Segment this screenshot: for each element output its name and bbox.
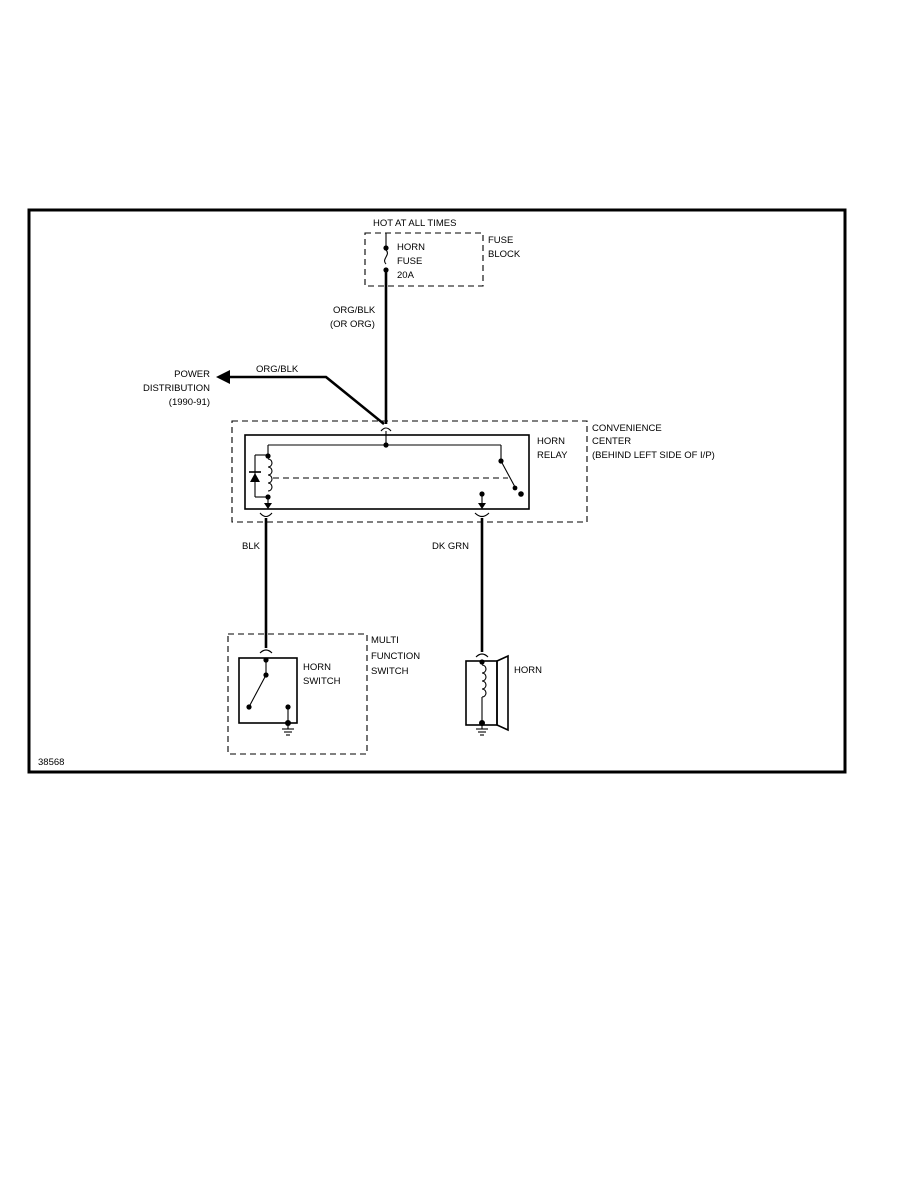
blk-wire-label: BLK xyxy=(242,541,261,552)
branch-wire-label: ORG/BLK xyxy=(256,364,299,375)
connector-icon xyxy=(475,653,489,658)
relay-internal-wiring xyxy=(254,442,502,498)
diagram-frame xyxy=(27,208,847,774)
horn-switch-icon xyxy=(246,657,291,726)
connector-icon xyxy=(474,512,490,518)
horn-relay-label-line1: HORN xyxy=(537,436,565,447)
horn-relay-box xyxy=(244,434,530,510)
figure-id: 38568 xyxy=(38,757,64,768)
convenience-center-line3: (BEHIND LEFT SIDE OF I/P) xyxy=(592,450,715,461)
convenience-center-line2: CENTER xyxy=(592,436,631,447)
fuse-block-outline xyxy=(364,232,484,287)
ground-icon xyxy=(476,723,488,736)
power-distribution-line3: (1990-91) xyxy=(169,397,210,408)
diode-icon xyxy=(249,471,261,482)
power-source-label: HOT AT ALL TIMES xyxy=(373,218,456,229)
multifunction-switch-line2: FUNCTION xyxy=(371,651,420,662)
horn-switch-box xyxy=(238,657,298,724)
horn-switch-label-line1: HORN xyxy=(303,662,331,673)
convenience-center-line1: CONVENIENCE xyxy=(592,423,662,434)
fuse-rating: 20A xyxy=(397,270,415,281)
feed-wire-label-line1: ORG/BLK xyxy=(333,305,376,316)
connector-icon xyxy=(259,512,273,518)
power-distribution-line2: DISTRIBUTION xyxy=(143,383,210,394)
arrow-icon xyxy=(216,370,230,384)
fuse-name-line2: FUSE xyxy=(397,256,422,267)
horn-icon xyxy=(465,654,509,732)
fuse-symbol xyxy=(383,233,389,273)
fuse-name-line1: HORN xyxy=(397,242,425,253)
multifunction-switch-line3: SWITCH xyxy=(371,666,409,677)
convenience-center-outline xyxy=(231,420,588,523)
org-blk-branch-wire xyxy=(228,375,385,426)
dk-grn-wire-label: DK GRN xyxy=(432,541,469,552)
relay-contacts-icon xyxy=(478,458,524,509)
ground-icon xyxy=(282,723,294,736)
horn-label: HORN xyxy=(514,665,542,676)
relay-coil-icon xyxy=(264,453,273,509)
connector-icon xyxy=(259,649,273,654)
power-distribution-line1: POWER xyxy=(174,369,210,380)
horn-switch-label-line2: SWITCH xyxy=(303,676,341,687)
feed-wire-label-line2: (OR ORG) xyxy=(330,319,375,330)
multifunction-switch-line1: MULTI xyxy=(371,635,399,646)
fuse-block-label-line1: FUSE xyxy=(488,235,513,246)
fuse-block-label-line2: BLOCK xyxy=(488,249,521,260)
horn-relay-label-line2: RELAY xyxy=(537,450,568,461)
